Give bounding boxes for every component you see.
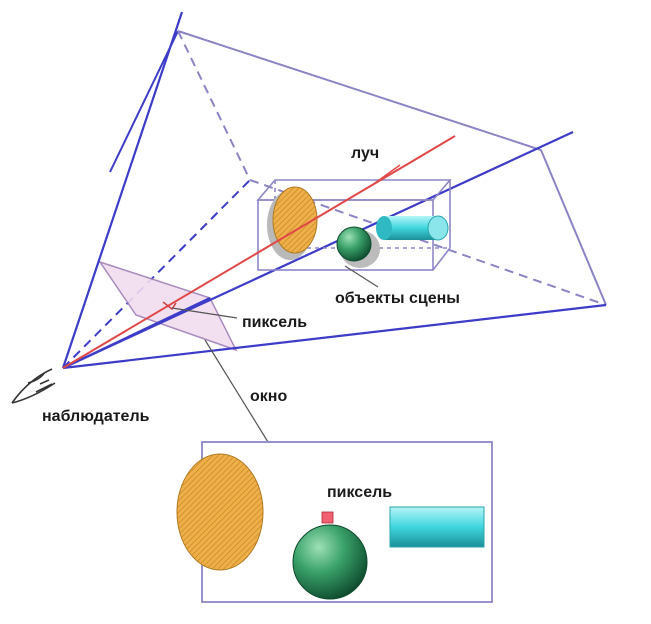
window-label: окно: [250, 388, 287, 405]
inset-pixel-square: [321, 511, 334, 524]
cylinder: [376, 215, 449, 241]
eye-icon: [11, 368, 56, 404]
sphere: [336, 226, 372, 262]
hidden-edge-top: [177, 30, 251, 181]
box-side-bottom: [432, 247, 451, 271]
inset-ellipsoid: [176, 453, 264, 571]
frustum-edge-top: [61, 11, 184, 369]
far-plane-edge: [177, 30, 607, 306]
leader-scene-objects: [344, 265, 379, 288]
inset-cylinder: [389, 506, 485, 548]
ray: [62, 135, 456, 369]
pixel-inset-label: пиксель: [327, 484, 392, 501]
ray-pixel-mark: [162, 301, 177, 311]
ray-leader: [374, 164, 401, 184]
frustum-edge-bottom: [62, 303, 607, 370]
pixel-label: пиксель: [242, 314, 307, 331]
leader-window: [204, 339, 269, 443]
ray-label: луч: [351, 145, 379, 162]
observer-label: наблюдатель: [42, 408, 150, 425]
scene-objects: [267, 186, 449, 268]
ellipsoid: [272, 186, 318, 254]
leader-pixel: [171, 307, 238, 319]
window-inset: [176, 441, 493, 603]
frustum: [61, 11, 607, 370]
scene-objects-label: объекты сцены: [335, 290, 460, 307]
ray-line: [62, 135, 456, 369]
inset-sphere: [292, 524, 368, 600]
